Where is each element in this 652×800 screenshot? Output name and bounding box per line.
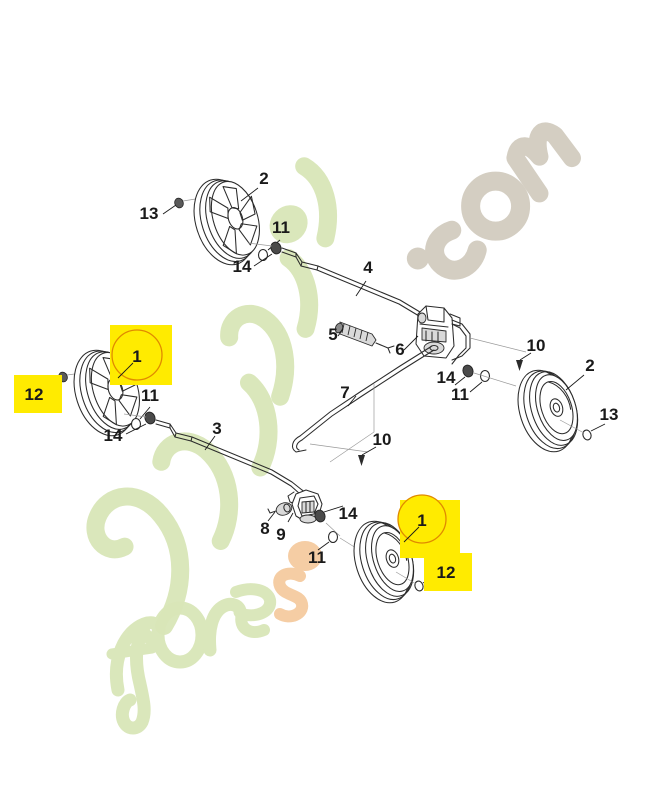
callout-10-lower-mid: 10 xyxy=(373,430,392,449)
bushing-part-14-top xyxy=(270,241,282,255)
lower-bracket-assembly xyxy=(267,489,344,551)
callout-11-mid-right: 11 xyxy=(451,385,469,404)
callout-11-top: 11 xyxy=(272,218,290,237)
axis-line-right-wheel xyxy=(473,372,517,387)
leader-13-top xyxy=(162,204,177,215)
leader-13-right xyxy=(590,423,606,432)
highlight-layer: 1 12 1 12 xyxy=(14,325,472,591)
highlight-label-12-right: 12 xyxy=(437,563,456,582)
axis-line-lower-right xyxy=(339,537,357,549)
nut-part-11-bottom xyxy=(327,530,339,544)
watermark-layer xyxy=(86,122,581,735)
callout-5-spring: 5 xyxy=(328,325,337,344)
highlight-label-1-right: 1 xyxy=(417,511,426,530)
leader-11-left xyxy=(139,406,151,420)
highlight-part-1-right[interactable]: 1 xyxy=(397,494,460,558)
highlight-label-1-left: 1 xyxy=(132,347,141,366)
leader-3 xyxy=(204,435,216,451)
brand-watermark-script xyxy=(106,541,322,735)
rod-and-wheel-right xyxy=(451,319,606,453)
bushing-part-14-bottom xyxy=(314,509,326,523)
rod-part-7 xyxy=(291,345,435,463)
axis-line-bottom-nut xyxy=(325,522,341,537)
highlight-part-12-right[interactable]: 12 xyxy=(424,553,472,591)
callout-14-top: 14 xyxy=(233,257,252,276)
axis-line-12-right xyxy=(395,571,417,585)
callout-6-bracket: 6 xyxy=(395,340,404,359)
callout-2-right: 2 xyxy=(585,356,594,375)
bushing-part-14-left xyxy=(144,411,156,425)
screw-part-10-upper xyxy=(516,360,523,371)
leader-14-right xyxy=(454,376,466,386)
callout-8-bushing: 8 xyxy=(260,519,269,538)
leader-11-right xyxy=(469,381,483,393)
callout-4-rod: 4 xyxy=(363,258,373,277)
callout-13-top-left: 13 xyxy=(140,204,159,223)
domain-watermark-diagonal xyxy=(406,122,581,280)
axis-line-lower-left-nut xyxy=(123,413,147,418)
callout-14-bottom: 14 xyxy=(339,504,358,523)
callout-10-upper-right: 10 xyxy=(527,336,546,355)
leader-14-top xyxy=(253,253,273,267)
leader-14-left xyxy=(125,423,147,435)
leader-highlight-1-left xyxy=(117,362,134,379)
leader-4 xyxy=(355,280,367,297)
axis-line-top-nut xyxy=(247,242,273,247)
axis-line-10-upper xyxy=(469,337,527,353)
axis-line-10-lower xyxy=(309,443,369,453)
leader-2-top xyxy=(240,187,259,202)
rod-right-upper xyxy=(451,319,471,365)
callout-13-right: 13 xyxy=(600,405,619,424)
leader-2-right xyxy=(565,374,585,391)
callout-14-mid-right: 14 xyxy=(437,368,456,387)
leader-9 xyxy=(287,512,294,523)
bushing-part-8 xyxy=(267,502,293,516)
leader-7 xyxy=(347,395,357,407)
leader-11-bottom xyxy=(317,541,330,551)
callout-3-rod: 3 xyxy=(212,419,221,438)
highlight-label-12-left: 12 xyxy=(25,385,44,404)
bracket-part-6 xyxy=(415,305,461,359)
leader-5 xyxy=(337,328,344,337)
callout-11-bottom: 11 xyxy=(308,548,326,567)
leader-10-upper xyxy=(519,352,532,361)
wheel-assembly-top-left xyxy=(162,178,437,337)
spring-part-5 xyxy=(334,321,395,354)
wheel-part-2-right xyxy=(517,369,579,453)
screw-part-10-lower xyxy=(358,455,365,466)
callout-label-layer: 13 2 11 14 4 5 6 10 14 11 2 13 7 10 11 1… xyxy=(104,169,619,567)
nut-part-11-right xyxy=(479,369,491,383)
highlight-part-1-left[interactable]: 1 xyxy=(110,325,172,385)
callout-14-left: 14 xyxy=(104,426,123,445)
callout-7-rod: 7 xyxy=(340,383,349,402)
callout-9-lever: 9 xyxy=(276,525,285,544)
brand-watermark-diagonal xyxy=(86,157,337,635)
leader-8 xyxy=(267,511,276,522)
washer-part-12-right xyxy=(414,580,424,592)
leader-10-lower xyxy=(361,446,377,456)
callout-2-top-left: 2 xyxy=(259,169,268,188)
highlight-part-12-left[interactable]: 12 xyxy=(14,375,62,413)
nut-part-11-top xyxy=(257,248,269,262)
bushing-part-14-right xyxy=(462,364,474,378)
washer-part-13-top xyxy=(174,197,184,209)
axis-line-13-right xyxy=(559,419,585,434)
callout-11-left: 11 xyxy=(141,386,159,405)
leader-6 xyxy=(403,335,419,351)
leader-highlight-1-right xyxy=(403,526,420,543)
wheel-part-2-top xyxy=(193,178,260,266)
leader-14-bottom xyxy=(323,505,344,513)
washer-part-13-right xyxy=(582,429,592,441)
